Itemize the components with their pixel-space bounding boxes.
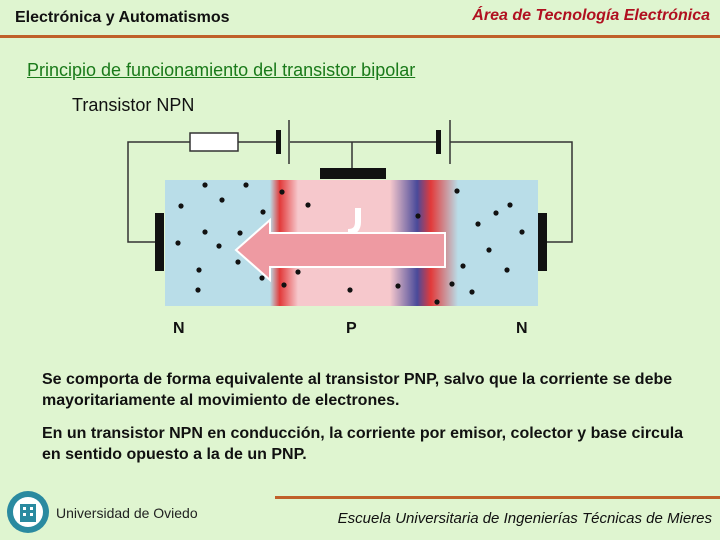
- region-label-n-right: N: [516, 320, 528, 337]
- header-right-title: Área de Tecnología Electrónica: [472, 7, 710, 24]
- electron-flow-arrow: [234, 217, 446, 283]
- slide-title: Principio de funcionamiento del transist…: [27, 60, 416, 80]
- slide-subtitle: Transistor NPN: [72, 95, 195, 115]
- university-name: Universidad de Oviedo: [56, 505, 198, 521]
- header-left-title: Electrónica y Automatismos: [15, 9, 230, 26]
- battery-right: [436, 120, 451, 164]
- collector-region: [458, 180, 538, 306]
- paragraph-2: En un transistor NPN en conducción, la c…: [42, 425, 684, 463]
- base-contact: [320, 168, 386, 179]
- header-divider: [0, 35, 720, 38]
- region-label-p: P: [346, 320, 357, 337]
- paragraph-1: Se comporta de forma equivalente al tran…: [42, 371, 673, 409]
- footer-divider: [275, 496, 720, 499]
- collector-contact: [538, 213, 547, 271]
- circuit-wires: [127, 141, 573, 243]
- base-current-arrow: [347, 208, 361, 235]
- region-label-n-left: N: [173, 320, 185, 337]
- school-name: Escuela Universitaria de Ingenierías Téc…: [337, 510, 712, 527]
- battery-left: [276, 120, 290, 164]
- university-seal-icon: [7, 491, 49, 533]
- emitter-contact: [155, 213, 164, 271]
- npn-transistor-diagram: N P N: [127, 120, 573, 337]
- resistor: [189, 132, 239, 152]
